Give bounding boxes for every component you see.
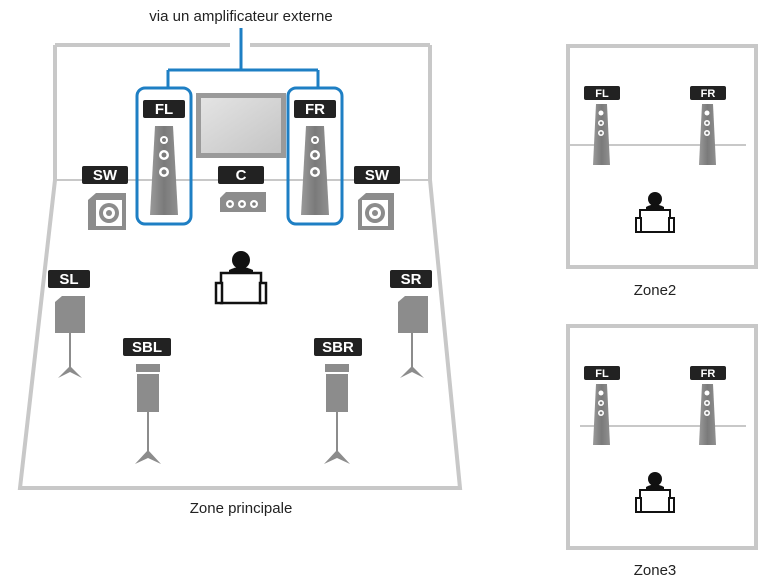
sbl-label-badge	[123, 338, 171, 356]
fl-tower-speaker-icon	[150, 126, 178, 215]
zone3-fl-label-badge	[584, 366, 620, 380]
zone3-fl-tower-speaker-icon	[593, 384, 610, 445]
sbr-label: SBR	[322, 339, 354, 356]
sl-label-badge	[48, 270, 90, 288]
main-zone-caption: Zone principale	[190, 500, 293, 517]
zone2-listener-icon	[635, 192, 675, 233]
zone3-caption: Zone3	[634, 562, 677, 579]
center-speaker-icon	[220, 192, 266, 212]
sw-right-label-badge	[354, 166, 400, 184]
zone2-fr-label-badge	[690, 86, 726, 100]
zone2-fr-label: FR	[701, 88, 716, 100]
tv-screen-icon	[196, 93, 286, 158]
zone3-fr-label-badge	[690, 366, 726, 380]
fr-label-badge	[294, 100, 336, 118]
fr-tower-speaker-icon	[301, 126, 329, 215]
amp-note-text: via un amplificateur externe	[149, 8, 332, 25]
sbl-back-speaker-icon	[135, 364, 161, 464]
sw-left-label-badge	[82, 166, 128, 184]
sr-label-badge	[390, 270, 432, 288]
sbr-label-badge	[314, 338, 362, 356]
fr-label: FR	[305, 101, 325, 118]
sr-surround-speaker-icon	[398, 296, 428, 378]
zone2-fl-tower-speaker-icon	[593, 104, 610, 165]
fl-label-badge	[143, 100, 185, 118]
fl-highlight-frame	[135, 86, 193, 226]
zone2-caption: Zone2	[634, 282, 677, 299]
c-label-badge	[218, 166, 264, 184]
listener-icon	[214, 251, 268, 305]
sbr-back-speaker-icon	[324, 364, 350, 464]
zone2-fr-tower-speaker-icon	[699, 104, 716, 165]
sw-right-label: SW	[365, 167, 390, 184]
sw-left-label: SW	[93, 167, 118, 184]
sl-label: SL	[59, 271, 78, 288]
zone3-listener-icon	[635, 472, 675, 513]
sr-label: SR	[401, 271, 422, 288]
zone2-fl-label-badge	[584, 86, 620, 100]
sl-surround-speaker-icon	[55, 296, 85, 378]
sw-left-subwoofer-icon	[88, 193, 126, 230]
c-label: C	[236, 167, 247, 184]
fl-label: FL	[155, 101, 173, 118]
zone3-fl-label: FL	[595, 368, 609, 380]
sw-right-subwoofer-icon	[358, 193, 394, 230]
sbl-label: SBL	[132, 339, 162, 356]
external-amp-connection	[166, 28, 320, 88]
zone3-fr-label: FR	[701, 368, 716, 380]
zone2-fl-label: FL	[595, 88, 609, 100]
zone3-fr-tower-speaker-icon	[699, 384, 716, 445]
fr-highlight-frame	[286, 86, 344, 226]
